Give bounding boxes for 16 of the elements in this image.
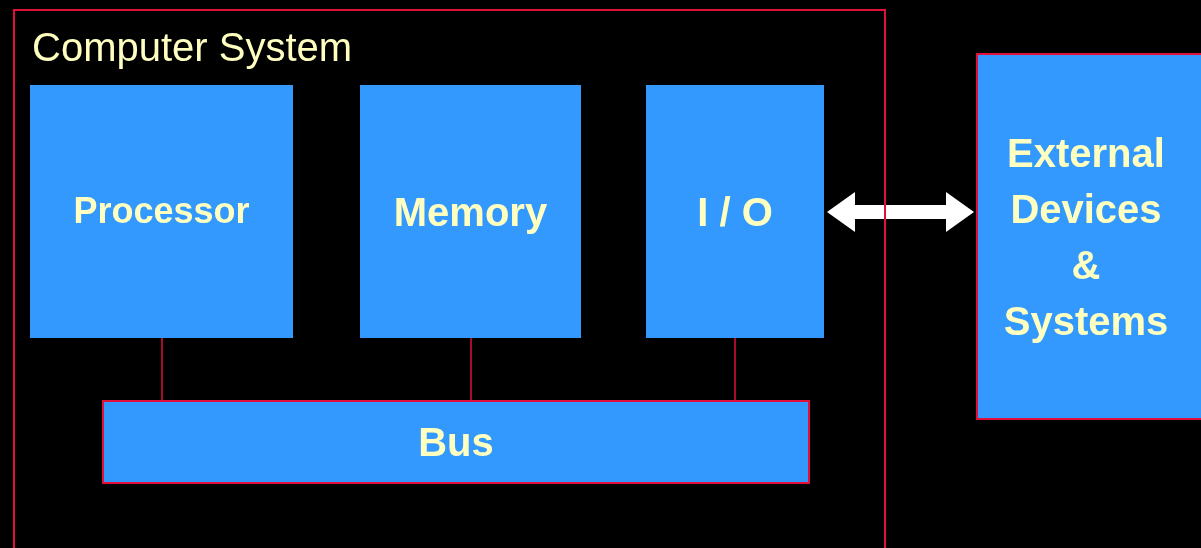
connector-line [161, 337, 163, 401]
block-label: External Devices & Systems [1002, 129, 1170, 345]
external-block [976, 53, 1201, 420]
block-label: Memory [393, 188, 548, 236]
block-label: Bus [418, 419, 494, 466]
component-block [646, 85, 824, 338]
component-block [30, 85, 293, 338]
system-boundary-box [13, 9, 886, 548]
connector-line [734, 337, 736, 401]
connector-line [470, 337, 472, 401]
block-label: I / O [697, 188, 773, 236]
component-block [360, 85, 581, 338]
bus-bar [102, 400, 810, 484]
double-arrow [827, 192, 974, 232]
group-title: Computer System [32, 24, 353, 71]
block-label: Processor [73, 189, 250, 234]
